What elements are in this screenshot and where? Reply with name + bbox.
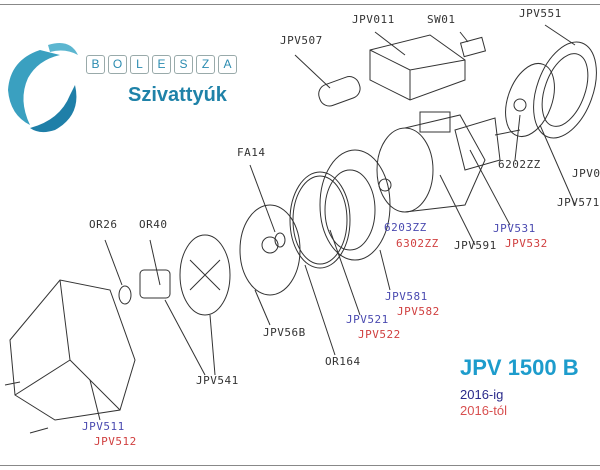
- part-label: JPV541: [196, 374, 239, 387]
- brand-letter: Z: [196, 55, 215, 74]
- terminal-box-part: [369, 31, 466, 101]
- switch-part: [459, 31, 487, 58]
- part-label: JPV591: [454, 239, 497, 252]
- part-label: JPV512: [94, 435, 137, 448]
- brand-letter: A: [218, 55, 237, 74]
- brand-letter: B: [86, 55, 105, 74]
- part-label: JPV531: [493, 222, 536, 235]
- part-label: OR40: [139, 218, 168, 231]
- brand-letter: L: [130, 55, 149, 74]
- impeller-part: [239, 204, 301, 326]
- rear-bracket-part: [505, 63, 576, 206]
- part-label: JPV532: [505, 237, 548, 250]
- part-label: JPV581: [385, 290, 428, 303]
- part-label: 6203ZZ: [384, 221, 427, 234]
- top-border: [0, 4, 600, 5]
- model-title: JPV 1500 B: [460, 355, 579, 380]
- oring-part: [289, 171, 351, 356]
- motor-part: [376, 111, 486, 246]
- brand-letter-boxes: B O L E S Z A: [86, 55, 237, 74]
- fan-cover-part: [533, 24, 597, 139]
- legend-from-2016: 2016-tól: [460, 403, 507, 418]
- diffuser-part: [329, 229, 361, 316]
- part-label: JPV011: [352, 13, 395, 26]
- seal-part: [249, 164, 286, 248]
- brand-letter: O: [108, 55, 127, 74]
- part-label: JPV511: [82, 420, 125, 433]
- part-label: JPV522: [358, 328, 401, 341]
- part-label: FA14: [237, 146, 266, 159]
- oring-small-part: [104, 239, 132, 305]
- part-label: SW01: [427, 13, 456, 26]
- part-label: JPV0: [572, 167, 600, 180]
- part-label: OR26: [89, 218, 118, 231]
- brand-name: Szivattyúk: [128, 84, 227, 106]
- part-label: JPV521: [346, 313, 389, 326]
- part-label: 6202ZZ: [498, 158, 541, 171]
- bearing-part: [378, 178, 392, 192]
- part-label: JPV56B: [263, 326, 306, 339]
- venturi-part: [139, 239, 206, 376]
- flange-part: [319, 149, 391, 291]
- brand-letter: S: [174, 55, 193, 74]
- rotor-part: [454, 117, 521, 226]
- capacitor-part: [294, 54, 361, 107]
- part-label: JPV571: [557, 196, 600, 209]
- part-label: JPV582: [397, 305, 440, 318]
- pump-body-part: [4, 279, 136, 434]
- logo-swirl-icon: [8, 42, 78, 133]
- ejector-part: [179, 234, 231, 376]
- part-label: OR164: [325, 355, 361, 368]
- part-label: JPV507: [280, 34, 323, 47]
- part-label: 6302ZZ: [396, 237, 439, 250]
- part-label: JPV551: [519, 7, 562, 20]
- legend-until-2016: 2016-ig: [460, 387, 504, 402]
- brand-letter: E: [152, 55, 171, 74]
- bottom-border: [0, 465, 600, 466]
